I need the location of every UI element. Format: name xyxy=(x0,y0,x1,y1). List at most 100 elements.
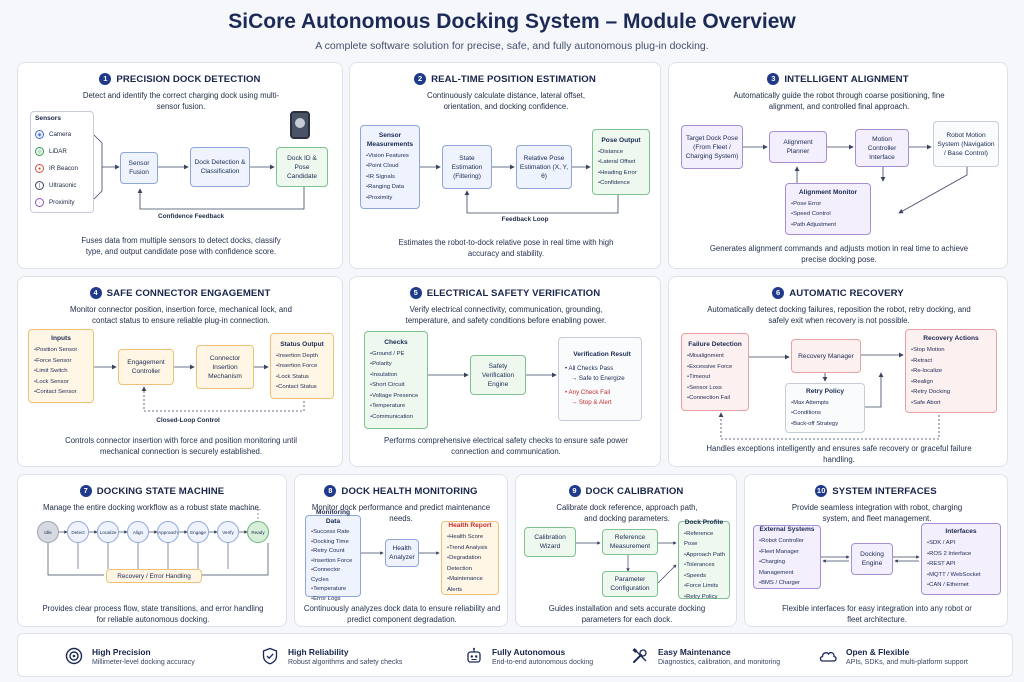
reference-measurement-box: Reference Measurement xyxy=(602,529,658,555)
list-item: Fleet Manager xyxy=(759,547,818,558)
module-number: 3 xyxy=(767,73,780,85)
box-title: External Systems xyxy=(759,526,815,534)
module-description: Monitor connector position, insertion fo… xyxy=(70,305,292,325)
sensors-title: Sensors xyxy=(35,115,62,122)
module-footer: Continuously analyzes dock data to ensur… xyxy=(303,604,501,624)
module-title-text: DOCKING STATE MACHINE xyxy=(96,486,225,497)
list-item: Re-localize xyxy=(911,366,950,377)
list-item: Heading Error xyxy=(598,168,637,179)
list-item: Point Cloud xyxy=(366,161,409,172)
feature-desc: APIs, SDKs, and multi-platform support xyxy=(846,658,968,666)
sensor-item: ◦Proximity xyxy=(35,194,89,211)
box-title: Monitoring Data xyxy=(315,509,351,525)
list-item: Limit Switch xyxy=(34,366,77,377)
module-title: 6 AUTOMATIC RECOVERY xyxy=(669,287,1007,299)
module-footer: Performs comprehensive electrical safety… xyxy=(384,436,628,456)
sensor-label: Camera xyxy=(49,131,72,138)
module-footer: Fuses data from multiple sensors to dete… xyxy=(81,236,281,256)
list-item: Retry Policy xyxy=(684,592,727,603)
list-item: Misalignment xyxy=(687,351,732,362)
module-footer: Controls connector insertion with force … xyxy=(65,436,297,456)
list-item: Approach Path xyxy=(684,550,727,561)
list-item: Degradation Detection xyxy=(447,553,496,574)
list-item: Position Sensor xyxy=(34,345,77,356)
interfaces-box: Interfaces SDK / API ROS 2 Interface RES… xyxy=(921,523,1001,595)
list-item: IR Signals xyxy=(366,172,409,183)
pose-output-box: Pose Output Distance Lateral Offset Head… xyxy=(592,129,650,195)
module-title-text: AUTOMATIC RECOVERY xyxy=(789,288,904,299)
list-item: Temperature xyxy=(311,585,358,595)
list-item: REST API xyxy=(927,559,981,570)
engagement-controller-box: Engagement Controller xyxy=(118,349,174,385)
module-number: 6 xyxy=(772,287,785,299)
state-idle: Idle xyxy=(37,521,59,543)
list-item: Communication xyxy=(370,412,418,423)
output-list: Distance Lateral Offset Heading Error Co… xyxy=(595,147,637,189)
robot-motion-box: Robot Motion System (Navigation / Base C… xyxy=(933,121,999,167)
pass-text: All Checks Pass xyxy=(568,365,614,372)
state-detect: Detect xyxy=(67,521,89,543)
list-item: Polarity xyxy=(370,359,418,370)
list-item: MQTT / WebSocket xyxy=(927,570,981,581)
list-item: Charging Management xyxy=(759,557,818,578)
sensor-measurements-box: Sensor Measurements Vision Features Poin… xyxy=(360,125,420,209)
inputs-box: Inputs Position Sensor Force Sensor Limi… xyxy=(28,329,94,403)
list-item: Contact Status xyxy=(276,382,318,393)
list-item: Stop Motion xyxy=(911,345,950,356)
retry-policy-box: Retry Policy Max Attempts Conditions Bac… xyxy=(785,383,865,433)
module-description: Manage the entire docking workflow as a … xyxy=(43,503,261,512)
list-item: Ranging Data xyxy=(366,182,409,193)
charging-dock-icon xyxy=(290,111,310,139)
docking-engine-box: Docking Engine xyxy=(851,543,893,575)
parameter-configuration-box: Parameter Configuration xyxy=(602,571,658,597)
recovery-error-box: Recovery / Error Handling xyxy=(106,569,202,583)
list-item: Ground / PE xyxy=(370,349,418,360)
fail-action: → Stop & Alert xyxy=(571,399,612,406)
list-item: CAN / Ethernet xyxy=(927,580,981,591)
module-number: 1 xyxy=(99,73,112,85)
monitor-list: Pose Error Speed Control Path Adjustment xyxy=(788,199,836,231)
list-item: Tolerances xyxy=(684,560,727,571)
feature-title: Easy Maintenance xyxy=(658,646,731,657)
feature-title: Open & Flexible xyxy=(846,646,910,657)
list-item: Realign xyxy=(911,377,950,388)
calibration-wizard-box: Calibration Wizard xyxy=(524,527,576,557)
module-description: Verify electrical connectivity, communic… xyxy=(405,305,607,325)
list-item: Short Circuit xyxy=(370,380,418,391)
page-subtitle: A complete software solution for precise… xyxy=(315,40,709,52)
box-title: Checks xyxy=(384,338,408,346)
module-footer: Handles exceptions intelligently and ens… xyxy=(706,444,972,464)
list-item: Excessive Force xyxy=(687,362,732,373)
state-estimation-box: State Estimation (Filtering) xyxy=(442,145,492,189)
module-footer: Estimates the robot-to-dock relative pos… xyxy=(398,238,614,258)
retry-list: Max Attempts Conditions Back-off Strateg… xyxy=(788,398,838,430)
alignment-planner-box: Alignment Planner xyxy=(769,131,827,163)
module-title-text: SYSTEM INTERFACES xyxy=(832,486,937,497)
pass-line: • All Checks Pass xyxy=(565,365,614,372)
alignment-monitor-box: Alignment Monitor Pose Error Speed Contr… xyxy=(785,183,871,235)
relative-pose-box: Relative Pose Estimation (X, Y, θ) xyxy=(516,145,572,189)
module-number: 4 xyxy=(89,287,102,299)
page-title: SiCore Autonomous Docking System – Modul… xyxy=(228,10,796,33)
list-item: Connection Fail xyxy=(687,393,732,404)
monitoring-data-box: Monitoring Data Success Rate Docking Tim… xyxy=(305,509,361,602)
ultrasonic-icon: ) xyxy=(35,181,44,190)
list-item: Docking Time xyxy=(311,538,358,548)
module-title-text: INTELLIGENT ALIGNMENT xyxy=(784,74,909,85)
list-item: Insertion Force xyxy=(311,557,358,567)
list-item: Insulation xyxy=(370,370,418,381)
sensor-label: IR Beacon xyxy=(49,165,78,172)
state-align: Align xyxy=(127,521,149,543)
inputs-list: Position Sensor Force Sensor Limit Switc… xyxy=(31,345,77,398)
dock-profile-box: Dock Profile Reference Pose Approach Pat… xyxy=(678,519,730,600)
